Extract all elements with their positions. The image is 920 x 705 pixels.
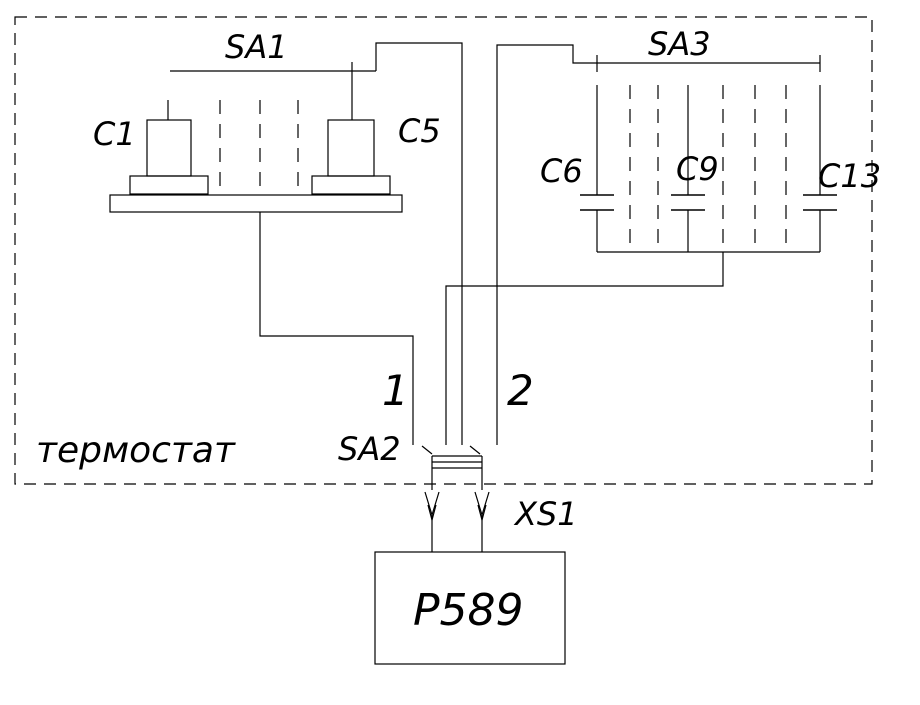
label-c6: C6 xyxy=(540,152,583,190)
wire-bank-to-sa2 xyxy=(445,252,724,445)
capacitor-c1 xyxy=(129,100,209,195)
label-xs1: XS1 xyxy=(513,495,578,533)
label-c13: C13 xyxy=(818,157,881,195)
switch-sa1 xyxy=(170,42,463,445)
capacitor-placeholders-c2-c4 xyxy=(219,100,299,195)
label-sa1: SA1 xyxy=(225,28,288,66)
connector-xs1 xyxy=(424,491,490,552)
label-c1: C1 xyxy=(93,115,136,153)
switch-sa3 xyxy=(496,44,820,445)
label-line-2: 2 xyxy=(507,366,534,415)
label-enclosure: термостат xyxy=(36,430,236,471)
label-line-1: 1 xyxy=(382,366,409,415)
switch-sa2 xyxy=(421,445,483,490)
label-sa2: SA2 xyxy=(338,430,401,468)
label-c5: C5 xyxy=(398,112,441,150)
label-device: P589 xyxy=(413,585,524,636)
device-p589-box xyxy=(374,551,566,665)
thermostat-enclosure xyxy=(14,16,873,485)
label-c9: C9 xyxy=(676,150,719,188)
capacitor-base-plate xyxy=(109,194,403,213)
capacitor-bank-c6-c13 xyxy=(580,55,837,253)
label-sa3: SA3 xyxy=(648,25,711,63)
wire-line-1 xyxy=(259,212,414,445)
capacitor-c5 xyxy=(311,112,391,195)
